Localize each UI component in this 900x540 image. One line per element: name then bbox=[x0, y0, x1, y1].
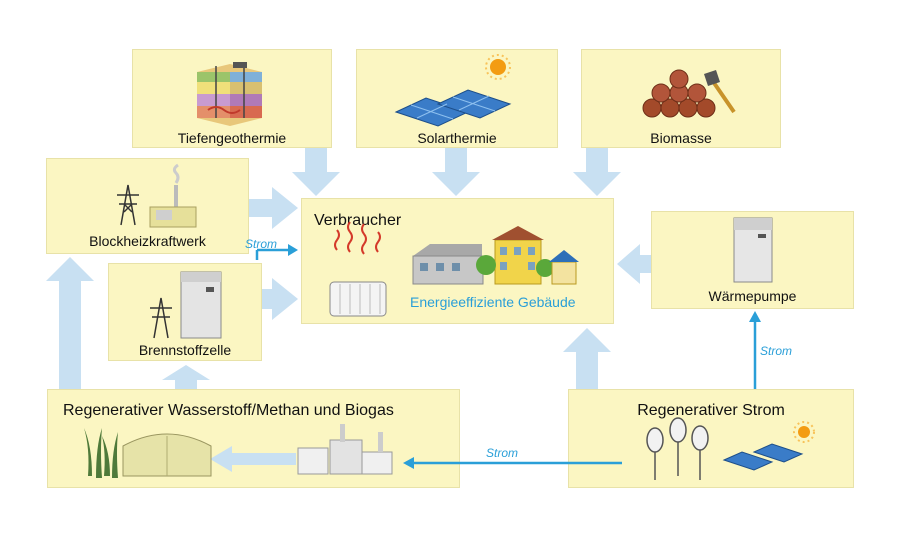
sun-icon bbox=[485, 54, 511, 80]
arrow-methanation-to-biogas bbox=[210, 446, 296, 472]
sun-icon bbox=[793, 421, 815, 443]
strom-label-waermepumpe: Strom bbox=[760, 344, 793, 358]
power-arrows bbox=[255, 244, 761, 469]
label-waermepumpe: Wärmepumpe bbox=[708, 288, 797, 304]
label-biomasse: Biomasse bbox=[650, 130, 712, 146]
power-head-bhkw bbox=[288, 244, 298, 256]
arrow-strom-to-verbraucher bbox=[563, 328, 611, 389]
arrow-brennstoffzelle-to-verbraucher bbox=[262, 278, 298, 320]
heat-pump-icon bbox=[733, 217, 773, 283]
solar-panel-icon bbox=[722, 443, 804, 471]
arrow-gas-to-bhkw bbox=[46, 257, 94, 389]
power-head-waermepumpe bbox=[749, 311, 761, 322]
arrow-waermepumpe-to-verbraucher bbox=[617, 244, 651, 284]
power-pylon-icon bbox=[117, 184, 139, 226]
chp-plant-icon bbox=[149, 163, 197, 228]
box-regenerativer-strom: Regenerativer Strom bbox=[568, 389, 854, 488]
wind-turbine-icon bbox=[646, 417, 709, 480]
strom-label-gas: Strom bbox=[486, 446, 519, 460]
firewood-icon bbox=[642, 69, 716, 118]
methanation-plant-icon bbox=[297, 424, 393, 475]
heat-waves-icon bbox=[334, 221, 381, 255]
power-pylon-icon bbox=[150, 297, 172, 339]
building-icon bbox=[412, 226, 579, 285]
strom-label-bhkw: Strom bbox=[245, 237, 278, 251]
biogas-dome-icon bbox=[122, 433, 212, 477]
arrow-solarthermie-to-verbraucher bbox=[432, 148, 480, 196]
label-regenerativer-gas: Regenerativer Wasserstoff/Methan und Bio… bbox=[63, 402, 394, 419]
label-regenerativer-strom: Regenerativer Strom bbox=[637, 402, 785, 419]
arrow-gas-to-brennstoffzelle bbox=[162, 365, 210, 389]
box-blockheizkraftwerk: Blockheizkraftwerk bbox=[46, 158, 249, 254]
label-blockheizkraftwerk: Blockheizkraftwerk bbox=[89, 233, 206, 249]
box-solarthermie: Solarthermie bbox=[356, 49, 558, 148]
solar-panel-icon bbox=[394, 89, 512, 127]
label-verbraucher: Verbraucher bbox=[314, 212, 402, 229]
label-energieeffiziente-gebaeude: Energieeffiziente Gebäude bbox=[410, 294, 576, 310]
heat-arrows bbox=[46, 148, 651, 472]
fuel-cell-icon bbox=[180, 271, 222, 339]
label-brennstoffzelle: Brennstoffzelle bbox=[138, 342, 232, 358]
arrow-tiefengeothermie-to-verbraucher bbox=[292, 148, 340, 196]
label-solarthermie: Solarthermie bbox=[417, 130, 497, 146]
axe-icon bbox=[704, 70, 736, 114]
label-tiefengeothermie: Tiefengeothermie bbox=[177, 130, 287, 146]
arrow-bhkw-to-verbraucher bbox=[249, 187, 298, 229]
arrow-biomasse-to-verbraucher bbox=[573, 148, 621, 196]
radiator-icon bbox=[329, 281, 387, 317]
geothermal-icon bbox=[197, 62, 262, 126]
reed-plants-icon bbox=[84, 428, 118, 478]
power-head-gas bbox=[403, 457, 414, 469]
